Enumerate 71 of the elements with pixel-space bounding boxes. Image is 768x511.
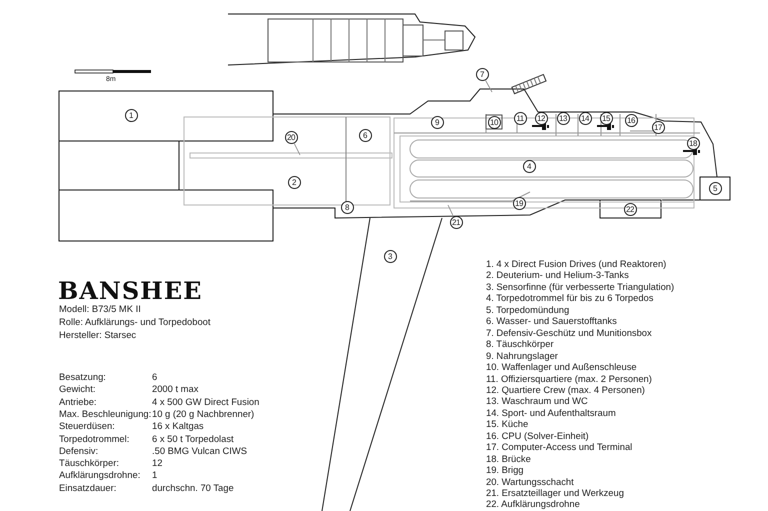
spec-value: 16 x Kaltgas bbox=[152, 420, 204, 432]
legend-item: 21. Ersatzteillager und Werkzeug bbox=[486, 487, 624, 498]
legend-item: 4. Torpedotrommel für bis zu 6 Torpedos bbox=[486, 292, 654, 304]
spec-key: Aufklärungsdrohne: bbox=[59, 469, 140, 480]
legend-item: 5. Torpedomündung bbox=[486, 304, 570, 315]
legend-item: 22. Aufklärungsdrohne bbox=[486, 498, 580, 510]
legend-item: 8. Täuschkörper bbox=[486, 338, 554, 350]
spec-text: Hersteller: Starsec bbox=[59, 329, 136, 340]
callout-number: 7 bbox=[476, 68, 488, 80]
legend-item: 15. Küche bbox=[486, 418, 528, 430]
spec-key: Defensiv: bbox=[59, 444, 98, 456]
callout-number: 18 bbox=[686, 136, 700, 150]
legend-item: 7. Defensiv-Geschütz und Munitionsbox bbox=[486, 326, 652, 338]
callout-number: 4 bbox=[522, 160, 536, 172]
legend-item: 3. Sensorfinne (für verbesserte Triangulation) bbox=[486, 280, 674, 292]
legend-item: 9. Nahrungslager bbox=[486, 350, 558, 361]
spec-key: Besatzung: bbox=[59, 371, 106, 382]
spec-key: Max. Beschleunigung: bbox=[59, 408, 152, 419]
callout-number: 1 bbox=[124, 108, 138, 122]
callout-number: 9 bbox=[430, 116, 444, 128]
legend-item: 6. Wasser- und Sauerstofftanks bbox=[486, 315, 617, 326]
legend-item: 12. Quartiere Crew (max. 4 Personen) bbox=[486, 384, 645, 395]
leader-line bbox=[448, 204, 454, 216]
spec-value: 10 g (20 g Nachbrenner) bbox=[152, 408, 254, 419]
callout-number: 14 bbox=[578, 112, 592, 124]
callout-number: 13 bbox=[556, 112, 570, 124]
callout-number: 12 bbox=[534, 112, 548, 124]
legend-item: 11. Offiziersquartiere (max. 2 Personen) bbox=[486, 372, 652, 384]
callout-number: 2 bbox=[288, 176, 300, 188]
spec-value: 6 bbox=[152, 371, 158, 382]
legend-item: 2. Deuterium- und Helium-3-Tanks bbox=[486, 269, 629, 280]
callout-number: 8 bbox=[340, 200, 354, 214]
callout-number: 10 bbox=[488, 116, 500, 128]
spec-value: 2000 t max bbox=[152, 383, 198, 394]
legend-item: 16. CPU (Solver-Einheit) bbox=[486, 430, 589, 441]
legend-item: 19. Brigg bbox=[486, 464, 524, 476]
legend-item: 17. Computer-Access und Terminal bbox=[486, 441, 632, 452]
leader-line bbox=[294, 143, 300, 156]
callout-number: 6 bbox=[358, 128, 372, 142]
spec-value: 4 x 500 GW Direct Fusion bbox=[152, 396, 260, 407]
legend-item: 20. Wartungsschacht bbox=[486, 476, 574, 487]
spec-value: 6 x 50 t Torpedolast bbox=[152, 432, 234, 444]
spec-key: Einsatzdauer: bbox=[59, 482, 116, 493]
callout-number: 11 bbox=[514, 112, 526, 124]
legend-item: 18. Brücke bbox=[486, 452, 531, 464]
spec-key: Steuerdüsen: bbox=[59, 420, 115, 432]
callout-number: 22 bbox=[624, 202, 636, 216]
spec-text: Modell: B73/5 MK II bbox=[59, 303, 141, 314]
callout-number: 3 bbox=[384, 250, 396, 262]
spec-value: durchschn. 70 Tage bbox=[152, 482, 234, 493]
callout-number: 20 bbox=[284, 130, 298, 144]
spec-key: Antriebe: bbox=[59, 396, 97, 407]
legend-item: 1. 4 x Direct Fusion Drives (und Reaktoren) bbox=[486, 258, 666, 269]
callout-number: 19 bbox=[512, 196, 526, 210]
title: BANSHEE bbox=[58, 276, 202, 305]
legend-item: 10. Waffenlager und Außenschleuse bbox=[486, 361, 637, 372]
spec-value: 1 bbox=[152, 469, 158, 480]
leader-line bbox=[485, 80, 492, 92]
callout-number: 15 bbox=[600, 112, 612, 124]
callout-number: 21 bbox=[450, 216, 462, 228]
callout-number: 17 bbox=[652, 120, 664, 134]
callout-number: 16 bbox=[624, 114, 638, 126]
spec-value: .50 BMG Vulcan CIWS bbox=[152, 444, 247, 456]
spec-text: Rolle: Aufklärungs- und Torpedoboot bbox=[59, 316, 210, 327]
spec-value: 12 bbox=[152, 457, 162, 468]
spec-key: Täuschkörper: bbox=[59, 457, 119, 468]
legend-item: 13. Waschraum und WC bbox=[486, 395, 588, 406]
callout-number: 5 bbox=[708, 182, 722, 194]
legend-item: 14. Sport- und Aufenthaltsraum bbox=[486, 406, 616, 418]
spec-key: Torpedotrommel: bbox=[59, 432, 130, 444]
spec-key: Gewicht: bbox=[59, 383, 96, 394]
